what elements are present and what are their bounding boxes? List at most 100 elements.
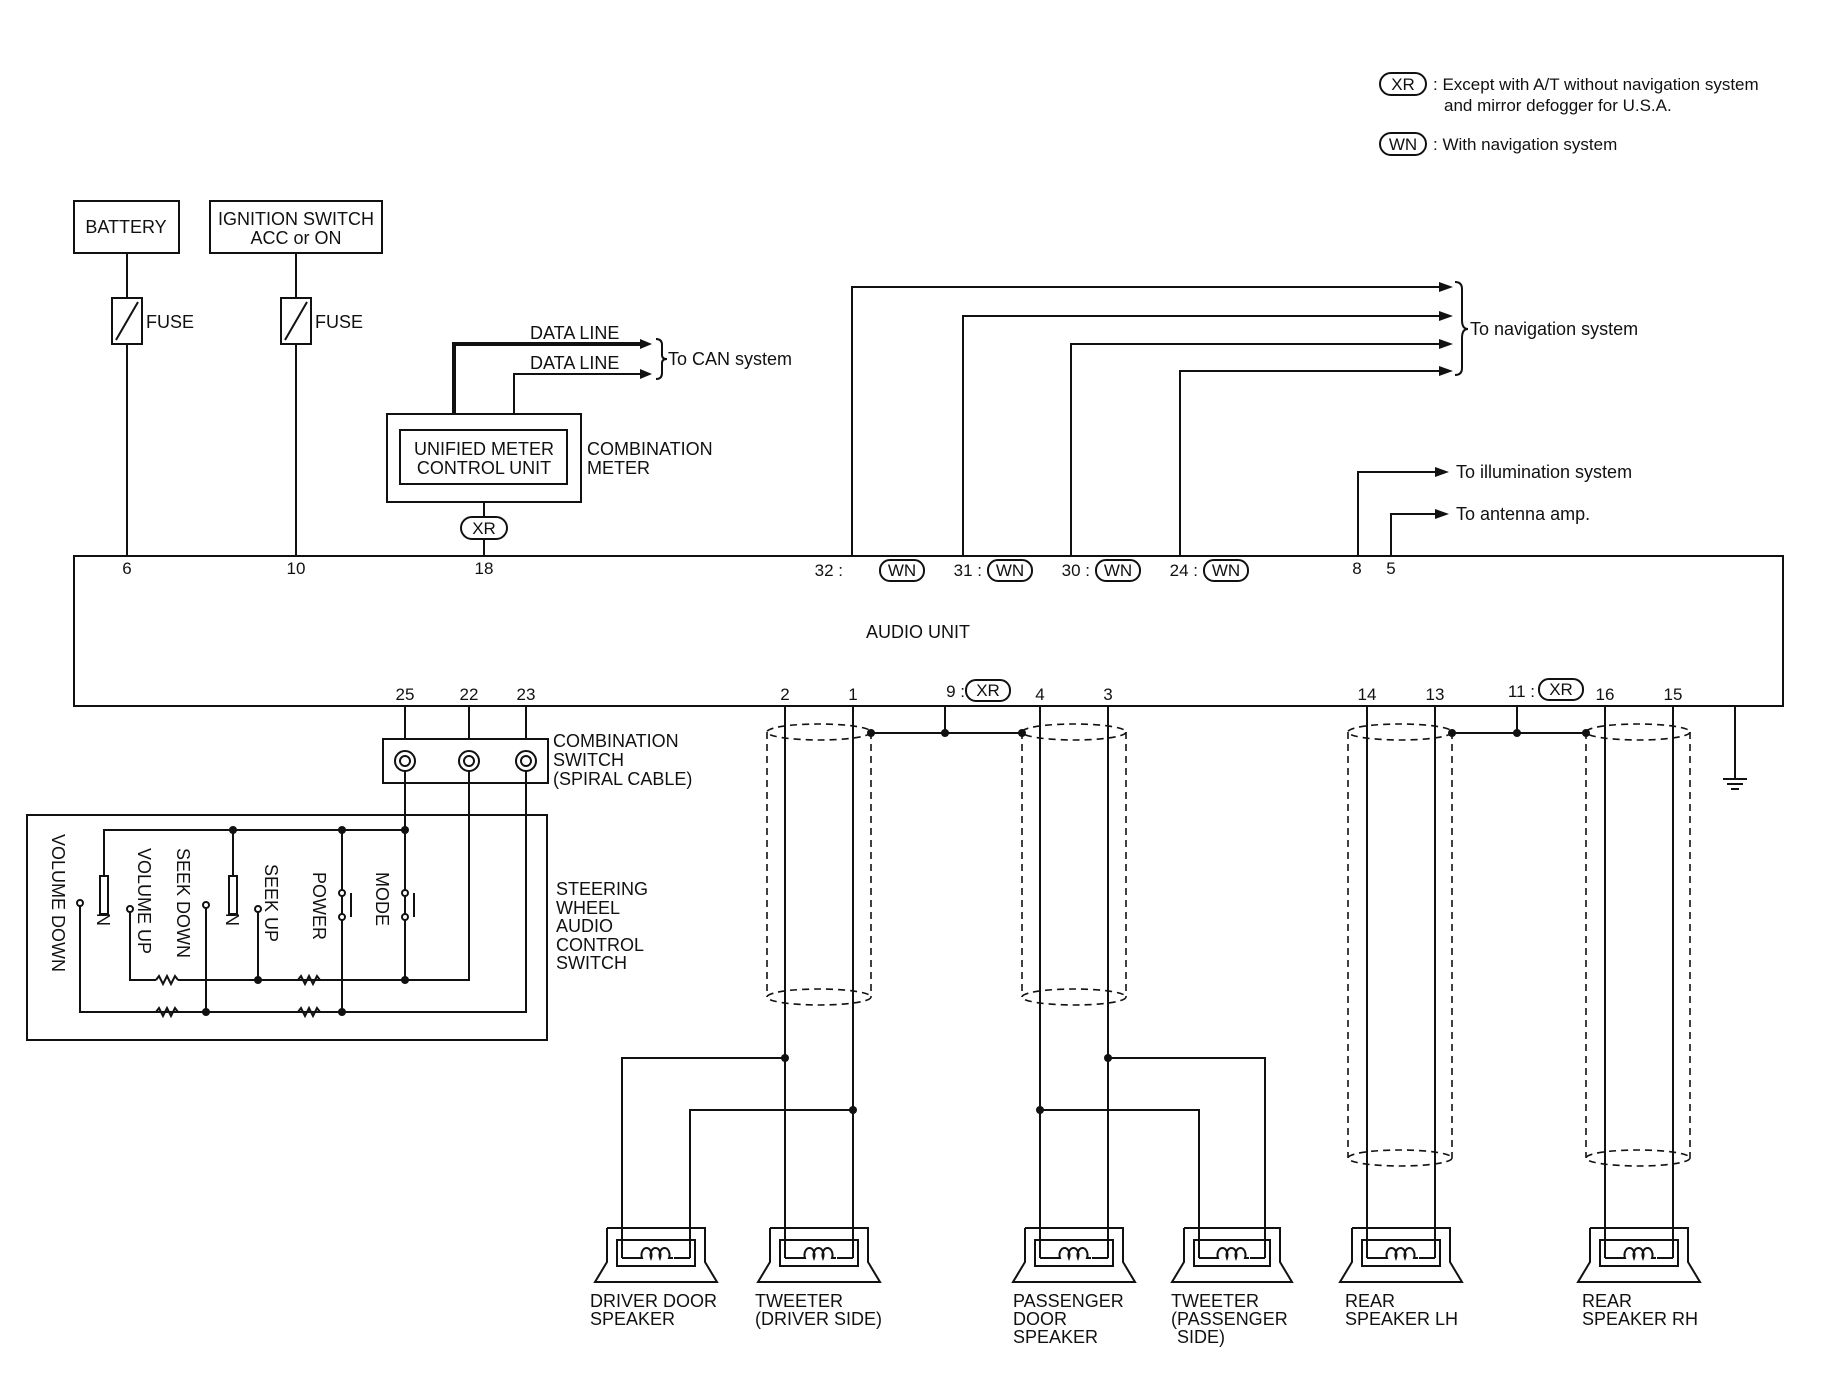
pin-30-wn-badge	[1095, 559, 1141, 582]
driver-door-speaker	[593, 1227, 719, 1283]
pin-30-wn: WN	[1104, 561, 1132, 580]
pin-24-wn: WN	[1212, 561, 1240, 580]
legend-wn-badge	[1379, 132, 1427, 156]
pin-11-xr-badge	[1538, 678, 1584, 701]
power-label: POWER	[309, 872, 329, 940]
data-line-label-2: DATA LINE	[530, 353, 619, 373]
illumination-target: To illumination system	[1456, 462, 1632, 482]
pin-14: 14	[1358, 685, 1377, 704]
speakers	[593, 1227, 1702, 1283]
legend-wn-code: WN	[1389, 135, 1417, 154]
legend-wn-text: : With navigation system	[1433, 135, 1617, 154]
antenna-target: To antenna amp.	[1456, 504, 1590, 524]
ignition-switch-box	[209, 200, 383, 254]
audio-unit-label: AUDIO UNIT	[866, 622, 970, 642]
navigation-brace	[1454, 281, 1469, 376]
pin-32: 32 :	[815, 561, 843, 580]
mode-label: MODE	[372, 872, 392, 926]
pin-24: 24 :	[1170, 561, 1198, 580]
seek-neutral-switch	[228, 875, 238, 915]
combination-switch-label-1: COMBINATION	[553, 731, 679, 751]
tweeter-passenger-side	[1170, 1227, 1294, 1283]
combination-switch: COMBINATION SWITCH (SPIRAL CABLE)	[382, 706, 692, 789]
rear-lh-label-2: SPEAKER LH	[1345, 1309, 1458, 1329]
steering-switch-box	[26, 814, 548, 1041]
legend-xr-text-2: and mirror defogger for U.S.A.	[1444, 96, 1672, 115]
pin-16: 16	[1596, 685, 1615, 704]
pin-15: 15	[1664, 685, 1683, 704]
can-brace	[655, 338, 668, 380]
volume-down-label: VOLUME DOWN	[48, 834, 68, 972]
audio-unit: AUDIO UNIT 6 10 18 32 : WN 31 : WN 30 : …	[73, 555, 1784, 790]
rear-speaker-wiring	[1347, 706, 1691, 1228]
data-line-label-1: DATA LINE	[530, 323, 619, 343]
battery-label: BATTERY	[85, 217, 166, 237]
meter-label-1: COMBINATION	[587, 439, 713, 459]
pin-4: 4	[1035, 685, 1044, 704]
pin-11-xr: XR	[1549, 680, 1573, 699]
pin-23: 23	[517, 685, 536, 704]
steering-label-1: STEERING	[556, 879, 648, 899]
passenger-door-speaker	[1011, 1227, 1137, 1283]
pin-31-wn: WN	[996, 561, 1024, 580]
pin-10: 10	[287, 559, 306, 578]
pin-32-wn: WN	[888, 561, 916, 580]
pin-9-xr: XR	[976, 681, 1000, 700]
pin-30: 30 :	[1062, 561, 1090, 580]
meter-label-2: METER	[587, 458, 650, 478]
rear-lh-label-1: REAR	[1345, 1291, 1395, 1311]
pin-13: 13	[1426, 685, 1445, 704]
unified-meter-control-unit	[399, 429, 568, 485]
ignition-label-1: IGNITION SWITCH	[218, 209, 374, 229]
driver-door-label-1: DRIVER DOOR	[590, 1291, 717, 1311]
legend-xr-code: XR	[1391, 75, 1415, 94]
volume-n-label: N	[93, 913, 113, 926]
seek-up-label: SEEK UP	[261, 864, 281, 942]
steering-label-4: CONTROL	[556, 935, 644, 955]
rear-speaker-lh	[1338, 1227, 1464, 1283]
front-speaker-wiring	[621, 706, 1266, 1228]
resistor-volume-down	[155, 1005, 179, 1019]
resistor-volume-up	[155, 973, 179, 987]
seek-down-label: SEEK DOWN	[173, 848, 193, 958]
pin-9-xr-badge	[965, 679, 1011, 702]
navigation-target: To navigation system	[1470, 319, 1638, 339]
tweeter-pass-label-1: TWEETER	[1171, 1291, 1259, 1311]
passenger-door-label-3: SPEAKER	[1013, 1327, 1098, 1347]
can-target: To CAN system	[668, 349, 792, 369]
pin-22: 22	[460, 685, 479, 704]
pin-8: 8	[1352, 559, 1361, 578]
steering-wheel-switch: STEERING WHEEL AUDIO CONTROL SWITCH	[26, 771, 648, 1041]
pin-25: 25	[396, 685, 415, 704]
pin-6: 6	[122, 559, 131, 578]
passenger-door-label-2: DOOR	[1013, 1309, 1067, 1329]
legend: XR : Except with A/T without navigation …	[1379, 72, 1759, 156]
can-data-line-low	[513, 373, 644, 414]
pin-24-wn-badge	[1203, 559, 1249, 582]
tweeter-driver-side	[756, 1227, 882, 1283]
pin-18: 18	[475, 559, 494, 578]
meter-xr-code: XR	[472, 519, 496, 538]
steering-label-3: AUDIO	[556, 916, 613, 936]
volume-neutral-switch	[99, 875, 109, 915]
combination-meter: UNIFIED METER CONTROL UNIT COMBINATION M…	[386, 323, 792, 556]
pin-9: 9 :	[946, 682, 965, 701]
ignition-fuse-label: FUSE	[315, 312, 363, 332]
audio-unit-box	[73, 555, 1784, 707]
combination-switch-label-3: (SPIRAL CABLE)	[553, 769, 692, 789]
rear-rh-label-2: SPEAKER RH	[1582, 1309, 1698, 1329]
pin-31: 31 :	[954, 561, 982, 580]
meter-unit-label-2: CONTROL UNIT	[417, 458, 551, 478]
tweeter-driver-label-2: (DRIVER SIDE)	[755, 1309, 882, 1329]
rear-rh-label-1: REAR	[1582, 1291, 1632, 1311]
battery-fuse-label: FUSE	[146, 312, 194, 332]
steering-label-2: WHEEL	[556, 898, 620, 918]
combination-switch-label-2: SWITCH	[553, 750, 624, 770]
pin-11: 11 :	[1508, 682, 1535, 701]
pin-2: 2	[780, 685, 789, 704]
resistor-seek-up	[297, 973, 321, 987]
tweeter-pass-label-3: SIDE)	[1177, 1327, 1225, 1347]
pin-3: 3	[1103, 685, 1112, 704]
pin-5: 5	[1386, 559, 1395, 578]
